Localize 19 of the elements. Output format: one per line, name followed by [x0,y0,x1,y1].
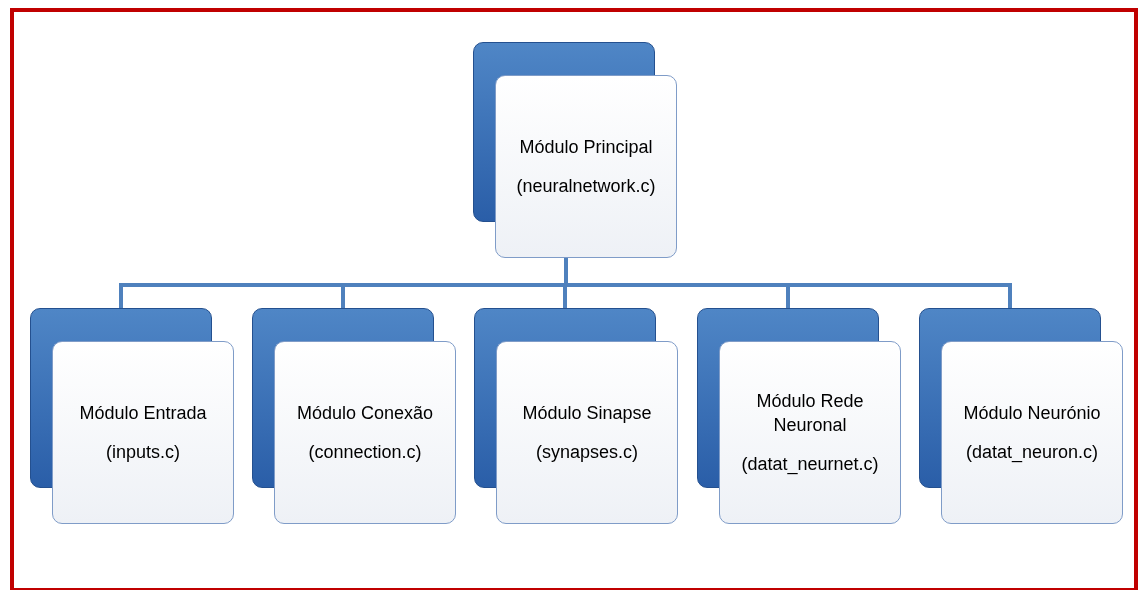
module-card [473,42,677,258]
file-name: (connection.c) [308,440,422,464]
file-name: (datat_neuron.c) [965,440,1099,464]
module-name: Módulo Conexão [296,402,434,426]
module-card [697,308,901,524]
module-name: Módulo Sinapse [522,402,652,426]
module-card [252,308,456,524]
module-card [474,308,678,524]
module-name: Módulo Neurónio [963,402,1101,426]
module-name: Módulo Rede Neuronal [755,390,865,438]
file-name: (inputs.c) [106,440,180,464]
module-name: Módulo Principal [519,136,653,160]
file-name: (synapses.c) [535,440,638,464]
connector-line [564,258,1012,308]
module-card [30,308,234,524]
module-card [919,308,1123,524]
file-name: (datat_neurnet.c) [741,452,879,476]
module-name: Módulo Entrada [79,402,207,426]
file-name: (neuralnetwork.c) [516,174,656,198]
